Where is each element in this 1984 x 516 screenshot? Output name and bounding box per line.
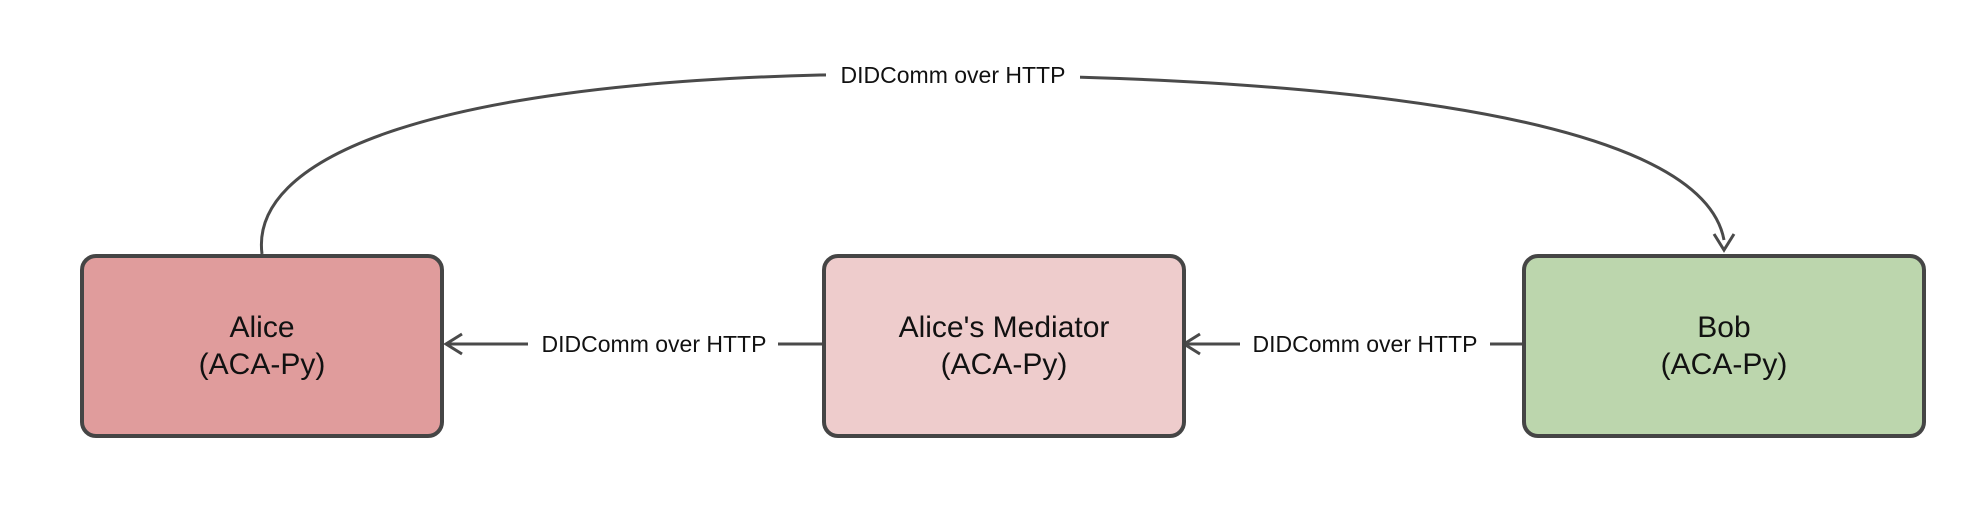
arrowhead-icon: [1712, 233, 1736, 253]
node-alice-box: [80, 254, 444, 438]
edge-alice-to-bob-line: [259, 73, 1726, 255]
arrowhead-icon: [443, 332, 463, 356]
node-mediator: Alice's Mediator (ACA-Py): [822, 254, 1186, 438]
node-bob-title: Bob: [1697, 311, 1750, 344]
edge-alice-to-bob: DIDComm over HTTP: [259, 58, 1736, 255]
node-alice: Alice (ACA-Py): [80, 254, 444, 438]
edge-mediator-to-alice: DIDComm over HTTP: [443, 326, 822, 360]
node-bob-subtitle: (ACA-Py): [1661, 348, 1788, 381]
node-mediator-title: Alice's Mediator: [899, 311, 1110, 344]
edge-label-bg: [1240, 326, 1490, 360]
node-mediator-subtitle: (ACA-Py): [941, 348, 1068, 381]
edge-alice-to-bob-label: DIDComm over HTTP: [841, 62, 1066, 88]
edge-label-bg: [528, 326, 778, 360]
node-mediator-box: [822, 254, 1186, 438]
node-alice-subtitle: (ACA-Py): [199, 348, 326, 381]
edge-label-bg: [826, 58, 1080, 92]
node-alice-title: Alice: [229, 311, 294, 344]
node-bob-box: [1522, 254, 1926, 438]
node-bob: Bob (ACA-Py): [1522, 254, 1926, 438]
edge-bob-to-mediator: DIDComm over HTTP: [1181, 326, 1522, 360]
edge-bob-to-mediator-label: DIDComm over HTTP: [1253, 331, 1478, 357]
edge-mediator-to-alice-label: DIDComm over HTTP: [542, 331, 767, 357]
